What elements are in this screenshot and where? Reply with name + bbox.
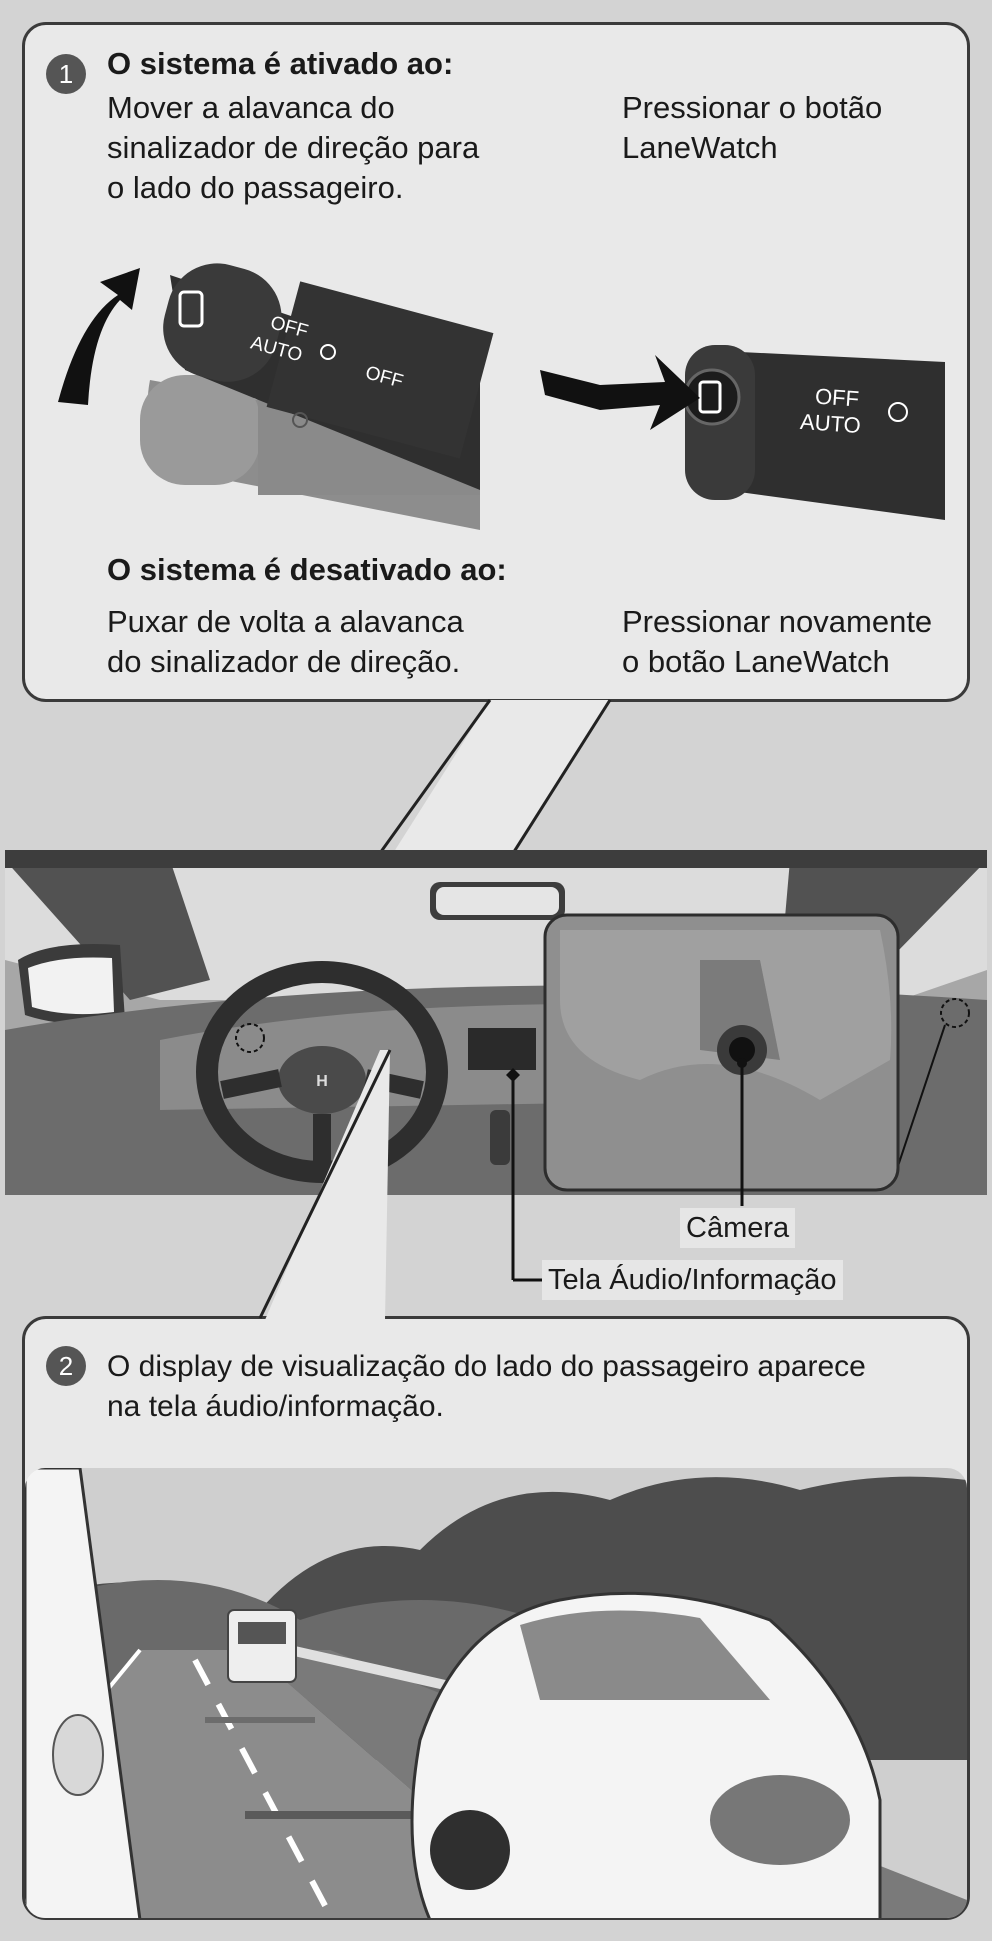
honda-logo: H	[316, 1073, 328, 1090]
activate-left-line-1: Mover a alavanca do	[107, 90, 395, 125]
deactivate-heading: O sistema é desativado ao:	[107, 552, 507, 587]
lanewatch-button-illustration	[540, 345, 945, 520]
headlight-icon	[320, 344, 336, 360]
activate-left-line-2: sinalizador de direção para	[107, 130, 480, 165]
camera-label: Câmera	[680, 1208, 796, 1248]
activate-heading: O sistema é ativado ao:	[107, 46, 454, 81]
deactivate-left-line-2: do sinalizador de direção.	[107, 644, 461, 679]
lane-watch-icon	[698, 380, 722, 414]
road-scene-illustration	[25, 1468, 967, 1918]
button-auto-label: AUTO	[799, 408, 862, 439]
deactivate-right-line-1: Pressionar novamente	[622, 604, 933, 639]
deactivate-left-line-1: Puxar de volta a alavanca	[107, 604, 464, 639]
audio-screen-label: Tela Áudio/Informação	[542, 1260, 843, 1300]
deactivate-right-line-2: o botão LaneWatch	[622, 644, 890, 679]
lane-watch-icon	[178, 290, 204, 328]
activate-right-line-2: LaneWatch	[622, 130, 778, 165]
step2-line-2: na tela áudio/informação.	[107, 1390, 444, 1423]
step-badge-1: 1	[46, 54, 86, 94]
activate-left-line-3: o lado do passageiro.	[107, 170, 404, 205]
step-badge-2: 2	[46, 1346, 86, 1386]
turn-signal-lever-illustration	[58, 263, 494, 530]
step2-line-1: O display de visualização do lado do pas…	[107, 1350, 866, 1383]
activate-right-line-1: Pressionar o botão	[622, 90, 883, 125]
camera-closeup-inset	[543, 913, 900, 1206]
